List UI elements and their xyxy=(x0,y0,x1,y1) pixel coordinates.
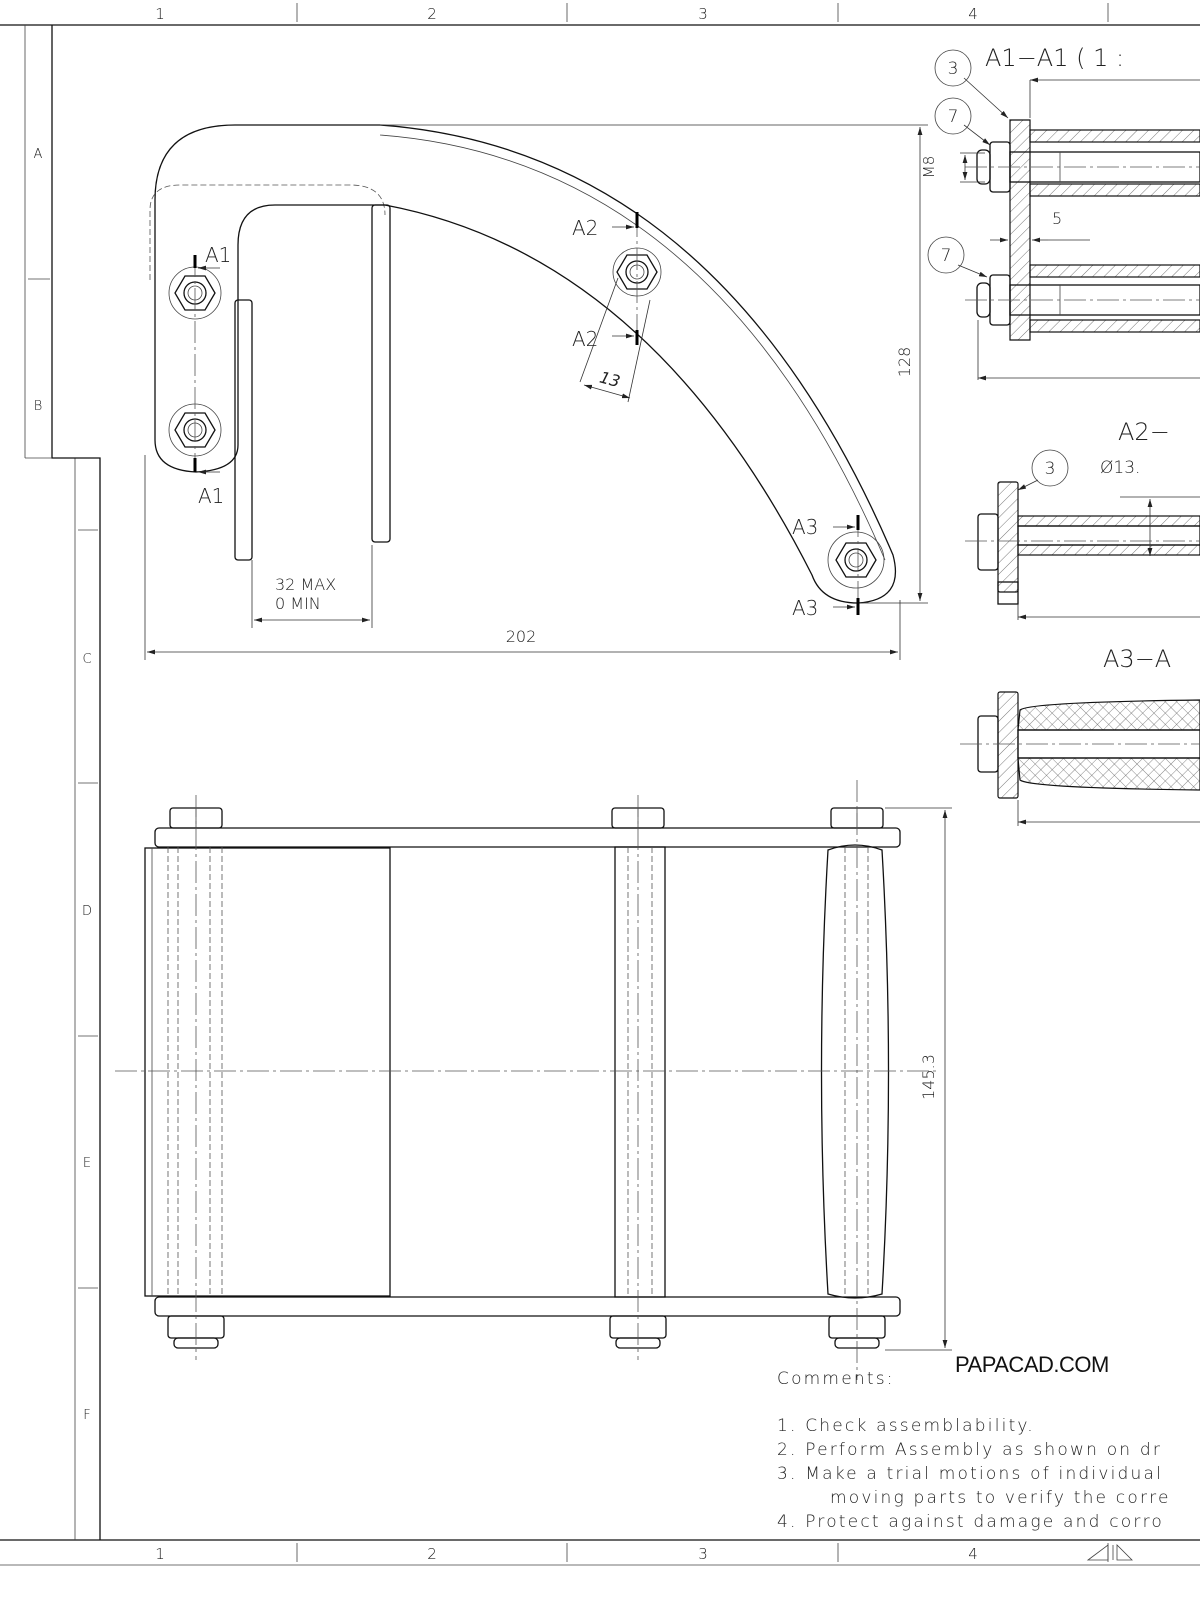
comment-item: 3. Make a trial motions of individual xyxy=(777,1464,1163,1484)
dimension-diameter: Ø13. xyxy=(1100,458,1140,478)
balloon xyxy=(934,97,972,135)
section-mark-label: A3 xyxy=(792,596,818,620)
row-label: D xyxy=(82,904,92,919)
section-title: A2− xyxy=(1118,418,1170,446)
section-title: A3−A xyxy=(1103,645,1171,673)
row-label: B xyxy=(34,399,43,414)
balloon-label: 3 xyxy=(1045,459,1056,479)
section-a1: A1−A1 ( 1 : 3 7 7 xyxy=(920,44,1200,381)
row-label: F xyxy=(83,1408,90,1423)
column-label: 2 xyxy=(427,5,437,23)
balloon-label: 7 xyxy=(941,246,952,266)
comments-heading: Comments: xyxy=(777,1369,895,1389)
column-label: 2 xyxy=(427,1545,437,1563)
balloon xyxy=(1031,449,1069,487)
dimension-width: 202 xyxy=(506,627,537,646)
section-mark-label: A2 xyxy=(572,327,598,351)
top-view: 145.3 xyxy=(115,780,952,1380)
dimension-height: 128 xyxy=(895,347,914,378)
section-mark-label: A1 xyxy=(198,484,224,508)
comment-item: 1. Check assemblability. xyxy=(777,1416,1035,1436)
projection-symbol-icon xyxy=(1086,1544,1133,1561)
column-label: 3 xyxy=(698,1545,708,1563)
balloon-label: 7 xyxy=(948,107,959,127)
section-a2: A2− Ø13. 3 xyxy=(965,418,1200,620)
balloon-label: 3 xyxy=(948,59,959,79)
column-label: 3 xyxy=(698,5,708,23)
dimension-thickness: 5 xyxy=(1052,209,1062,228)
balloon xyxy=(934,49,972,87)
comments-block: Comments: 1. Check assemblability. 2. Pe… xyxy=(777,1369,1171,1532)
bolt-icon xyxy=(827,531,885,589)
section-mark-label: A2 xyxy=(572,216,598,240)
side-view: A1 A1 A2 A2 A3 A3 202 128 32 MAX 0 MIN 1… xyxy=(144,124,928,660)
dimension-offset: 13 xyxy=(598,367,623,391)
row-label: A xyxy=(34,147,43,162)
bolt-head-icon xyxy=(977,513,999,571)
section-mark-label: A1 xyxy=(205,243,231,267)
column-label: 1 xyxy=(155,5,165,23)
dimension-thread: M8 xyxy=(920,156,938,179)
dimension-travel-max: 32 MAX xyxy=(275,575,336,594)
column-label: 4 xyxy=(968,5,978,23)
row-label: E xyxy=(83,1156,91,1171)
section-mark-label: A3 xyxy=(792,515,818,539)
row-label: C xyxy=(82,652,91,667)
comment-item: 4. Protect against damage and corro xyxy=(777,1512,1164,1532)
section-a3: A3−A xyxy=(960,645,1200,826)
column-label: 4 xyxy=(968,1545,978,1563)
balloon xyxy=(927,236,965,274)
drawing-frame: 1 2 3 4 1 2 3 4 A B C D E F xyxy=(0,3,1200,1566)
comment-item: moving parts to verify the corre xyxy=(830,1488,1171,1508)
comment-item: 2. Perform Assembly as shown on dr xyxy=(777,1440,1162,1460)
dimension-height: 145.3 xyxy=(919,1054,938,1100)
section-title: A1−A1 ( 1 : xyxy=(985,44,1124,72)
watermark-logo: PAPACAD.COM xyxy=(955,1352,1109,1377)
column-label: 1 xyxy=(155,1545,165,1563)
dimension-travel-min: 0 MIN xyxy=(275,594,321,613)
